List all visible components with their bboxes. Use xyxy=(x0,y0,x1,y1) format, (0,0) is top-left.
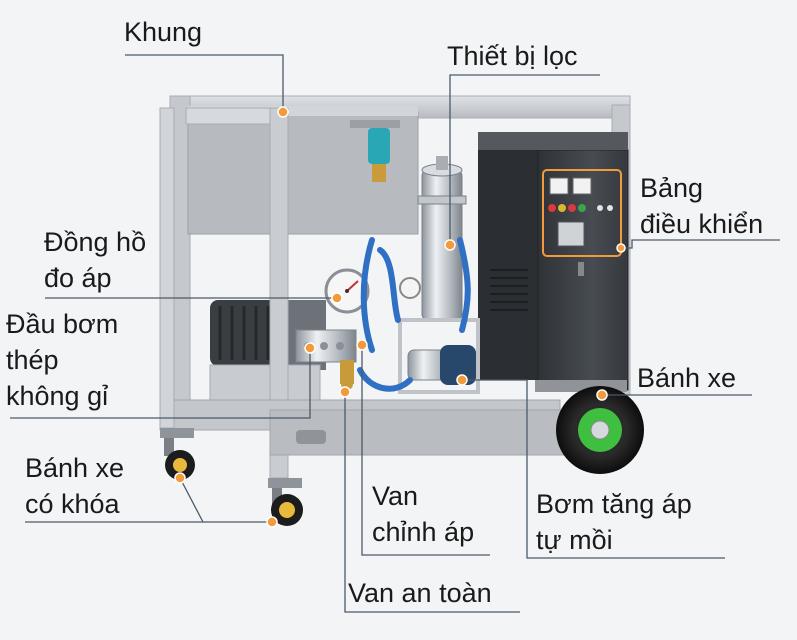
label-control-panel: Bảng điều khiển xyxy=(640,170,763,242)
control-panel-highlight xyxy=(542,169,622,257)
label-regulator-valve: Van chỉnh áp xyxy=(372,478,474,550)
frame-front xyxy=(159,107,571,479)
label-pump-head-line3: không gỉ xyxy=(6,381,109,411)
marker-control-panel xyxy=(616,243,626,253)
label-frame-text: Khung xyxy=(124,17,203,47)
booster-pump xyxy=(398,318,480,394)
marker-pump-head xyxy=(304,342,316,354)
marker-regulator xyxy=(356,339,368,351)
leader-pump-head xyxy=(10,348,311,419)
label-safety-valve: Van an toàn xyxy=(348,575,492,611)
label-frame: Khung xyxy=(124,14,202,50)
frame-front-post-left-outer xyxy=(159,107,175,429)
locking-caster-front xyxy=(268,478,303,526)
panel-meters xyxy=(549,177,592,195)
marker-frame xyxy=(277,106,289,118)
regulator-valve xyxy=(340,360,354,390)
panel-buttons xyxy=(548,204,613,212)
label-gauge-line1: Đồng hồ xyxy=(44,227,147,257)
label-pump-head-line2: thép xyxy=(6,345,59,375)
cabinet-vents xyxy=(490,269,528,311)
second-gauge xyxy=(399,277,421,299)
leader-regulator xyxy=(361,345,490,556)
marker-wheel xyxy=(596,389,608,401)
filter-housing xyxy=(417,156,467,321)
label-wheel: Bánh xe xyxy=(637,360,736,396)
marker-locking-caster-front xyxy=(266,516,278,528)
marker-booster xyxy=(456,374,468,386)
label-regulator-line2: chỉnh áp xyxy=(372,517,475,547)
label-booster-pump: Bơm tăng áp tự mồi xyxy=(536,486,692,558)
label-pump-head: Đầu bơm thép không gỉ xyxy=(6,306,118,414)
label-control-panel-line1: Bảng xyxy=(640,173,704,203)
leader-lines xyxy=(10,54,780,613)
locking-caster-back xyxy=(160,428,195,480)
label-locking-caster-line2: có khóa xyxy=(25,489,120,519)
label-gauge-line2: đo áp xyxy=(44,263,112,293)
label-filter: Thiết bị lọc xyxy=(447,38,578,74)
label-gauge: Đồng hồ đo áp xyxy=(44,224,146,296)
hoses xyxy=(357,237,471,392)
large-wheel xyxy=(556,386,644,474)
label-booster-line1: Bơm tăng áp xyxy=(536,489,692,519)
cabinet-top xyxy=(478,132,628,150)
cabinet-handle xyxy=(578,262,584,276)
marker-locking-caster-back xyxy=(174,472,186,484)
marker-gauge xyxy=(331,292,343,304)
label-locking-caster: Bánh xe có khóa xyxy=(25,450,124,522)
label-locking-caster-line1: Bánh xe xyxy=(25,453,125,483)
panel-display xyxy=(557,221,585,247)
leader-frame xyxy=(125,54,284,112)
label-booster-line2: tự mồi xyxy=(536,525,613,555)
label-pump-head-line1: Đầu bơm xyxy=(6,309,119,339)
leader-locking-caster-back xyxy=(179,477,204,523)
cabinet-side xyxy=(478,140,542,380)
frame-base-slot xyxy=(296,430,326,444)
leader-safety xyxy=(344,392,520,613)
leader-booster xyxy=(462,379,725,559)
label-filter-text: Thiết bị lọc xyxy=(447,41,578,71)
leader-control-panel xyxy=(621,239,780,249)
marker-filter xyxy=(444,239,456,251)
leader-filter xyxy=(449,74,600,245)
water-tank-top xyxy=(188,106,418,116)
markers xyxy=(174,106,626,528)
label-wheel-text: Bánh xe xyxy=(637,363,737,393)
control-cabinet xyxy=(478,132,629,392)
label-regulator-line1: Van xyxy=(372,481,419,511)
label-control-panel-line2: điều khiển xyxy=(640,209,764,239)
top-filter-unit xyxy=(350,120,400,182)
marker-safety xyxy=(339,386,351,398)
label-safety-valve-text: Van an toàn xyxy=(348,578,492,608)
